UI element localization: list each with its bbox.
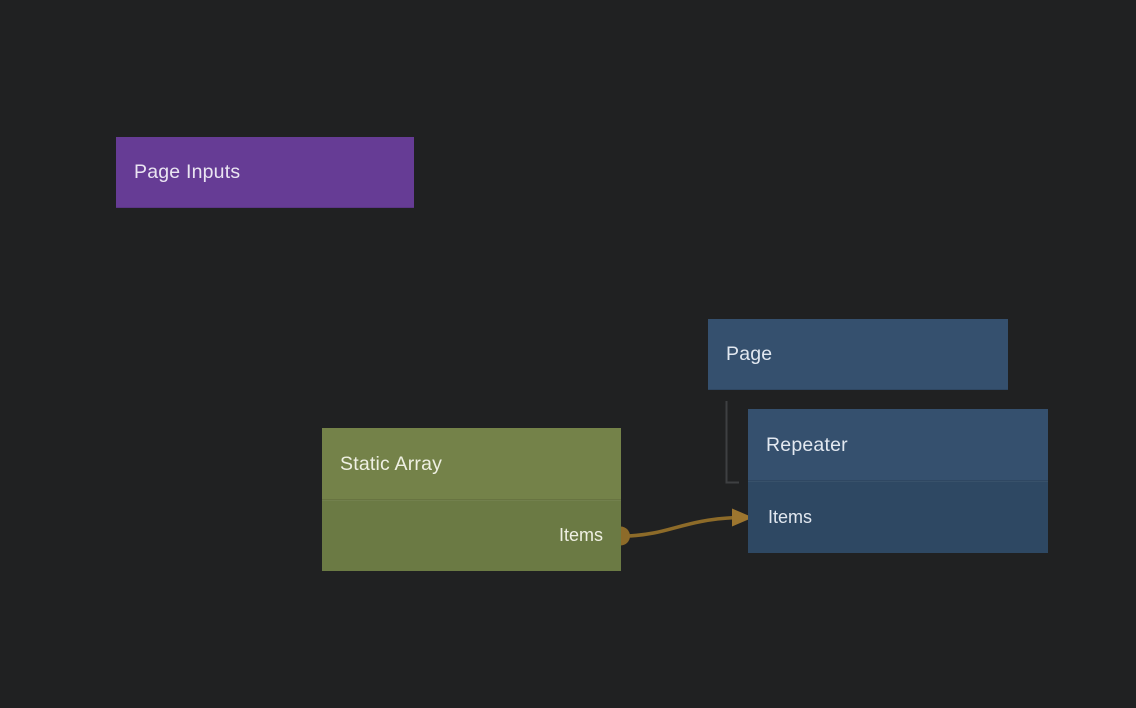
input-port-label: Items xyxy=(768,506,813,527)
node-static-array[interactable]: Static Array Items xyxy=(322,428,621,571)
input-port-items[interactable]: Items xyxy=(748,507,1048,528)
node-title: Repeater xyxy=(766,433,848,456)
node-title: Page xyxy=(726,343,773,365)
node-static-array-body: Items xyxy=(322,500,621,571)
node-page-inputs-header[interactable]: Page Inputs xyxy=(116,137,414,208)
data-edge[interactable] xyxy=(625,515,738,538)
node-page[interactable]: Page xyxy=(708,319,1008,390)
node-static-array-header[interactable]: Static Array xyxy=(322,428,621,500)
node-repeater-header[interactable]: Repeater xyxy=(748,409,1048,481)
node-repeater-body: Items xyxy=(748,481,1048,553)
hierarchy-edge[interactable] xyxy=(725,401,740,484)
node-title: Static Array xyxy=(340,452,443,475)
node-title: Page Inputs xyxy=(134,161,241,183)
output-port-items[interactable]: Items xyxy=(322,525,621,546)
output-port-label: Items xyxy=(558,525,603,545)
node-page-inputs[interactable]: Page Inputs xyxy=(116,137,414,208)
node-repeater[interactable]: Repeater Items xyxy=(748,409,1048,553)
node-page-header[interactable]: Page xyxy=(708,319,1008,390)
